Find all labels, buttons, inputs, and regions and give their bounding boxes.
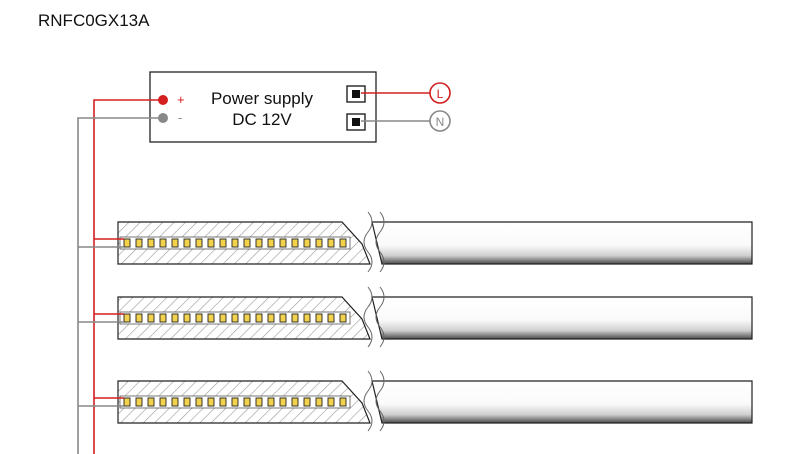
led-chip: [303, 238, 311, 248]
led-chip: [291, 397, 299, 407]
led-chip: [339, 238, 347, 248]
led-chip: [207, 397, 215, 407]
led-chip: [159, 313, 167, 323]
led-chip: [339, 397, 347, 407]
led-chip: [195, 313, 203, 323]
minus-sign: -: [178, 110, 182, 125]
led-chip: [219, 313, 227, 323]
strip-tube-body: [371, 221, 753, 265]
live-terminal-dot: [352, 90, 360, 98]
led-chip: [195, 238, 203, 248]
led-chip: [183, 238, 191, 248]
led-chip: [291, 313, 299, 323]
led-chip: [267, 397, 275, 407]
strip-tube-body: [371, 380, 753, 424]
led-chip: [159, 238, 167, 248]
led-chip: [183, 313, 191, 323]
live-label: L: [437, 87, 444, 101]
strip-break-mark: [375, 286, 385, 348]
led-chip: [207, 238, 215, 248]
led-chip: [255, 397, 263, 407]
led-chip: [135, 313, 143, 323]
led-chip: [315, 313, 323, 323]
led-chip: [279, 238, 287, 248]
led-strip: [78, 211, 753, 273]
positive-bus-wire: [93, 99, 163, 454]
led-chip: [255, 238, 263, 248]
power-supply-label: Power supply: [211, 89, 314, 108]
led-strip: [78, 286, 753, 348]
led-chip: [327, 238, 335, 248]
led-chip: [243, 238, 251, 248]
led-chip: [231, 313, 239, 323]
led-chip: [243, 397, 251, 407]
led-chip: [123, 397, 131, 407]
strip-break-mark: [363, 211, 373, 273]
led-chip: [171, 313, 179, 323]
led-chip: [303, 397, 311, 407]
led-chip: [171, 238, 179, 248]
led-chip: [147, 238, 155, 248]
strip-break-mark: [363, 286, 373, 348]
led-chip: [255, 313, 263, 323]
led-chip: [195, 397, 203, 407]
led-chip: [279, 313, 287, 323]
led-chip: [279, 397, 287, 407]
led-chip: [147, 397, 155, 407]
led-chip: [315, 397, 323, 407]
strip-break-mark: [375, 211, 385, 273]
led-chip: [171, 397, 179, 407]
led-chip: [159, 397, 167, 407]
negative-bus-wire: [77, 117, 163, 454]
led-strip: [78, 370, 753, 432]
led-chip: [303, 313, 311, 323]
led-chip: [147, 313, 155, 323]
led-chip: [135, 238, 143, 248]
power-supply: Power supply DC 12V + -: [149, 71, 377, 143]
led-chip: [291, 238, 299, 248]
strip-tube-body: [371, 296, 753, 340]
led-chip: [219, 238, 227, 248]
led-chip: [183, 397, 191, 407]
led-chip: [315, 238, 323, 248]
led-chip: [327, 313, 335, 323]
diagram-title: RNFC0GX13A: [38, 11, 150, 30]
led-chip: [267, 238, 275, 248]
neutral-label: N: [436, 115, 445, 129]
led-chip: [267, 313, 275, 323]
led-chip: [327, 397, 335, 407]
led-chip: [219, 397, 227, 407]
strip-break-mark: [363, 370, 373, 432]
led-chip: [339, 313, 347, 323]
power-supply-box: [149, 71, 377, 143]
led-chip: [123, 313, 131, 323]
led-chip: [135, 397, 143, 407]
plus-sign: +: [177, 92, 185, 107]
neutral-mains-symbol: [429, 110, 451, 132]
led-chip: [123, 238, 131, 248]
live-mains-symbol: [429, 82, 451, 104]
led-chip: [231, 397, 239, 407]
led-chip: [207, 313, 215, 323]
power-supply-voltage: DC 12V: [232, 110, 292, 129]
neutral-terminal-dot: [352, 118, 360, 126]
led-chip: [243, 313, 251, 323]
led-strip-group: [78, 211, 753, 432]
strip-break-mark: [375, 370, 385, 432]
led-chip: [231, 238, 239, 248]
